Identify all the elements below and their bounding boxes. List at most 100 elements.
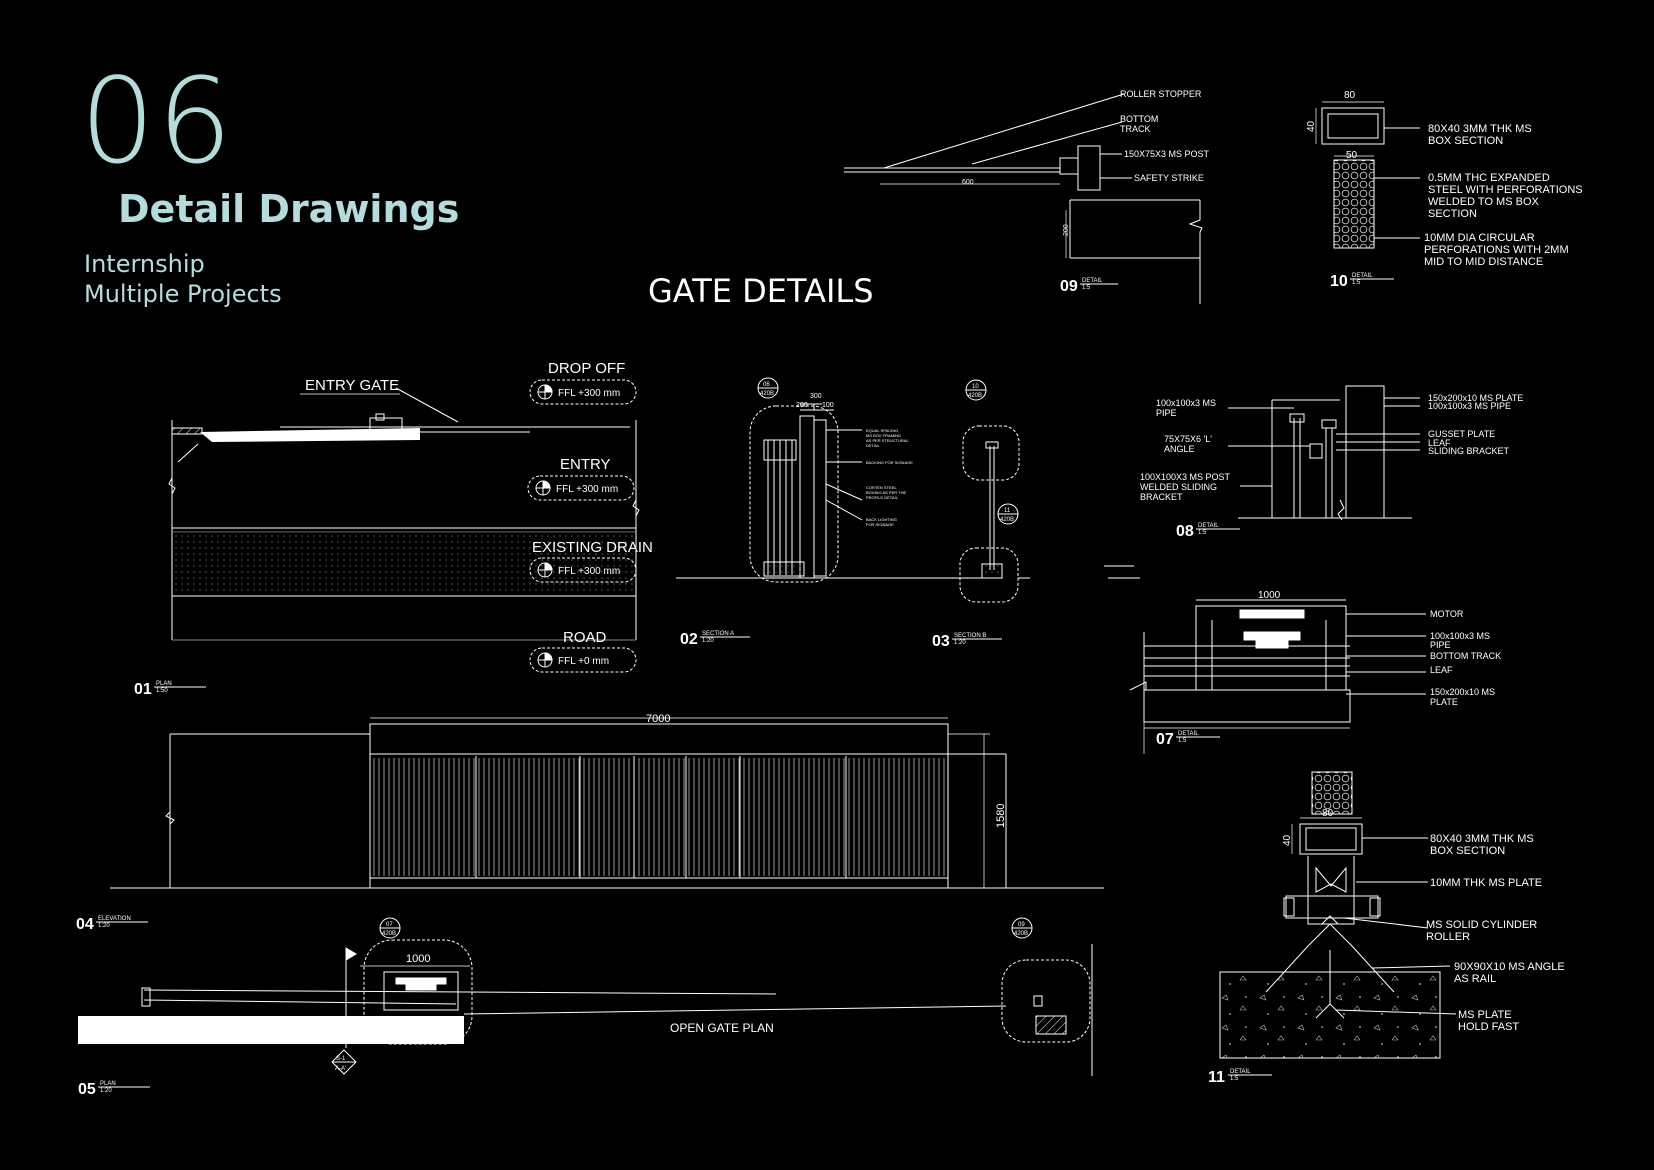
svg-text:A-A': A-A' bbox=[335, 1066, 346, 1072]
tag-04: 04 ELEVATION 1:20 bbox=[76, 916, 148, 933]
svg-text:EQUAL SPACING: EQUAL SPACING bbox=[866, 428, 898, 433]
section-03-text: 10 420B 11 420B bbox=[968, 384, 1014, 523]
level-entry: FFL +300 mm bbox=[556, 484, 618, 495]
svg-text:BACK LIGHTING: BACK LIGHTING bbox=[866, 517, 897, 522]
svg-text:S-1: S-1 bbox=[336, 1056, 346, 1062]
svg-text:420B: 420B bbox=[968, 393, 982, 399]
svg-text:10: 10 bbox=[1330, 273, 1348, 290]
gate-bars bbox=[373, 758, 945, 876]
detail-10-text: 80 40 50 80X40 3MM THK MS BOX SECTION 0.… bbox=[1306, 90, 1583, 268]
svg-text:06: 06 bbox=[763, 382, 770, 388]
svg-text:50: 50 bbox=[1346, 150, 1358, 161]
svg-text:ROLLER STOPPER: ROLLER STOPPER bbox=[1120, 89, 1202, 99]
svg-text:1:5: 1:5 bbox=[1230, 1076, 1239, 1082]
svg-text:420B: 420B bbox=[1000, 517, 1014, 523]
svg-text:80X40 3MM THK MS: 80X40 3MM THK MS bbox=[1430, 833, 1534, 845]
tag-09: 09 DETAIL 1:5 bbox=[1060, 278, 1118, 295]
svg-text:1000: 1000 bbox=[406, 953, 430, 965]
detail-11-drawing bbox=[1219, 771, 1457, 1059]
svg-text:80X40 3MM THK MS: 80X40 3MM THK MS bbox=[1428, 123, 1532, 135]
svg-text:AS RAIL: AS RAIL bbox=[1454, 973, 1496, 985]
svg-text:80: 80 bbox=[1322, 808, 1334, 819]
svg-text:MS PLATE: MS PLATE bbox=[1458, 1009, 1512, 1021]
svg-text:PLATE: PLATE bbox=[1430, 697, 1458, 707]
svg-text:150x200x10 MS PLATE: 150x200x10 MS PLATE bbox=[1428, 393, 1523, 403]
svg-text:GUSSET PLATE: GUSSET PLATE bbox=[1428, 429, 1495, 439]
svg-text:40: 40 bbox=[1306, 120, 1317, 132]
svg-text:100X100X3 MS POST: 100X100X3 MS POST bbox=[1140, 472, 1231, 482]
level-drain: FFL +300 mm bbox=[558, 566, 620, 577]
svg-text:SECTION: SECTION bbox=[1428, 208, 1477, 220]
plan-01-labels: ENTRY GATE DROP OFF ENTRY EXISTING DRAIN… bbox=[305, 360, 653, 646]
tag-11: 11 DETAIL 1:5 bbox=[1208, 1069, 1272, 1086]
svg-text:BOX SECTION: BOX SECTION bbox=[1428, 135, 1503, 147]
svg-text:09: 09 bbox=[1060, 278, 1078, 295]
svg-text:01: 01 bbox=[134, 681, 152, 698]
svg-text:BOTTOM TRACK: BOTTOM TRACK bbox=[1430, 651, 1501, 661]
svg-text:1:20: 1:20 bbox=[100, 1088, 112, 1094]
subtitle-projects: Multiple Projects bbox=[84, 280, 282, 308]
plan-01-levels: FFL +300 mm FFL +300 mm FFL +300 mm FFL … bbox=[556, 388, 620, 667]
label-open-gate-plan: OPEN GATE PLAN bbox=[670, 1021, 774, 1035]
svg-text:DETAIL: DETAIL bbox=[1082, 278, 1103, 284]
svg-text:80: 80 bbox=[1344, 90, 1356, 101]
svg-text:ROLLER: ROLLER bbox=[1426, 931, 1470, 943]
svg-text:10: 10 bbox=[972, 384, 979, 390]
svg-text:150x200x10 MS: 150x200x10 MS bbox=[1430, 687, 1495, 697]
svg-text:SECTION A: SECTION A bbox=[702, 631, 734, 637]
svg-text:200: 200 bbox=[796, 402, 808, 409]
svg-text:ELEVATION: ELEVATION bbox=[98, 916, 131, 922]
label-entry: ENTRY bbox=[560, 456, 611, 473]
svg-text:600: 600 bbox=[962, 179, 974, 186]
svg-text:0.5MM THC EXPANDED: 0.5MM THC EXPANDED bbox=[1428, 172, 1550, 184]
dim-width-7000: 7000 bbox=[646, 713, 670, 725]
section-number: 06 bbox=[80, 52, 235, 190]
svg-text:07: 07 bbox=[1156, 731, 1174, 748]
plan-05-drawing bbox=[78, 917, 1093, 1076]
svg-text:STEEL WITH PERFORATIONS: STEEL WITH PERFORATIONS bbox=[1428, 184, 1583, 196]
svg-text:BACKING FOR SIGNAGE: BACKING FOR SIGNAGE bbox=[866, 460, 913, 465]
svg-text:420B: 420B bbox=[1014, 931, 1028, 937]
tag-08: 08 DETAIL 1:5 bbox=[1176, 523, 1240, 540]
svg-text:100x100x3 MS PIPE: 100x100x3 MS PIPE bbox=[1428, 401, 1511, 411]
svg-text:1:5: 1:5 bbox=[1352, 280, 1361, 286]
level-road: FFL +0 mm bbox=[558, 656, 609, 667]
svg-text:1:5: 1:5 bbox=[1178, 738, 1187, 744]
svg-text:11: 11 bbox=[1004, 508, 1011, 514]
svg-text:1:5: 1:5 bbox=[1082, 285, 1091, 291]
svg-text:09: 09 bbox=[1018, 922, 1025, 928]
svg-text:DETAIL: DETAIL bbox=[1198, 523, 1219, 529]
svg-text:1:50: 1:50 bbox=[156, 688, 168, 694]
level-marker-icon bbox=[535, 384, 553, 668]
svg-text:04: 04 bbox=[76, 916, 94, 933]
svg-text:40: 40 bbox=[1282, 834, 1293, 846]
svg-text:WELDED SLIDING: WELDED SLIDING bbox=[1140, 482, 1217, 492]
tag-07: 07 DETAIL 1:5 bbox=[1156, 731, 1220, 748]
detail-08-text: 100x100x3 MS PIPE 75X75X6 'L' ANGLE 100X… bbox=[1140, 393, 1523, 502]
tag-03: 03 SECTION B 1:20 bbox=[932, 633, 1002, 650]
svg-text:CORTEN STEEL: CORTEN STEEL bbox=[866, 485, 897, 490]
svg-text:LEAF: LEAF bbox=[1428, 438, 1451, 448]
svg-text:10MM THK MS PLATE: 10MM THK MS PLATE bbox=[1430, 877, 1542, 889]
tag-02: 02 SECTION A 1:20 bbox=[680, 631, 750, 648]
svg-text:1000: 1000 bbox=[1258, 590, 1281, 601]
svg-text:MID TO MID DISTANCE: MID TO MID DISTANCE bbox=[1424, 256, 1543, 268]
svg-text:WELDED TO MS BOX: WELDED TO MS BOX bbox=[1428, 196, 1540, 208]
svg-text:SECTION B: SECTION B bbox=[954, 633, 986, 639]
svg-text:SAFETY STRIKE: SAFETY STRIKE bbox=[1134, 173, 1204, 183]
svg-text:75X75X6 'L': 75X75X6 'L' bbox=[1164, 434, 1212, 444]
plan-05-text: 07 420B 09 420B S-1 A-A' 1000 OPEN GATE … bbox=[335, 922, 1028, 1072]
svg-text:MS SOLID CYLINDER: MS SOLID CYLINDER bbox=[1426, 919, 1537, 931]
svg-text:PLAN: PLAN bbox=[100, 1081, 116, 1087]
svg-text:PERFORATIONS WITH 2MM: PERFORATIONS WITH 2MM bbox=[1424, 244, 1569, 256]
section-02-text: 06 420B 300 200 100 EQUAL SPACING MS BOX… bbox=[760, 382, 913, 527]
svg-text:07: 07 bbox=[386, 922, 393, 928]
tag-05: 05 PLAN 1:20 bbox=[78, 1081, 150, 1098]
label-road: ROAD bbox=[563, 629, 607, 646]
svg-text:PROFILE DETAIL: PROFILE DETAIL bbox=[866, 495, 899, 500]
svg-text:SLIDING BRACKET: SLIDING BRACKET bbox=[1428, 446, 1510, 456]
svg-text:02: 02 bbox=[680, 631, 698, 648]
svg-text:BOTTOM: BOTTOM bbox=[1120, 114, 1158, 124]
svg-text:1:5: 1:5 bbox=[1198, 530, 1207, 536]
